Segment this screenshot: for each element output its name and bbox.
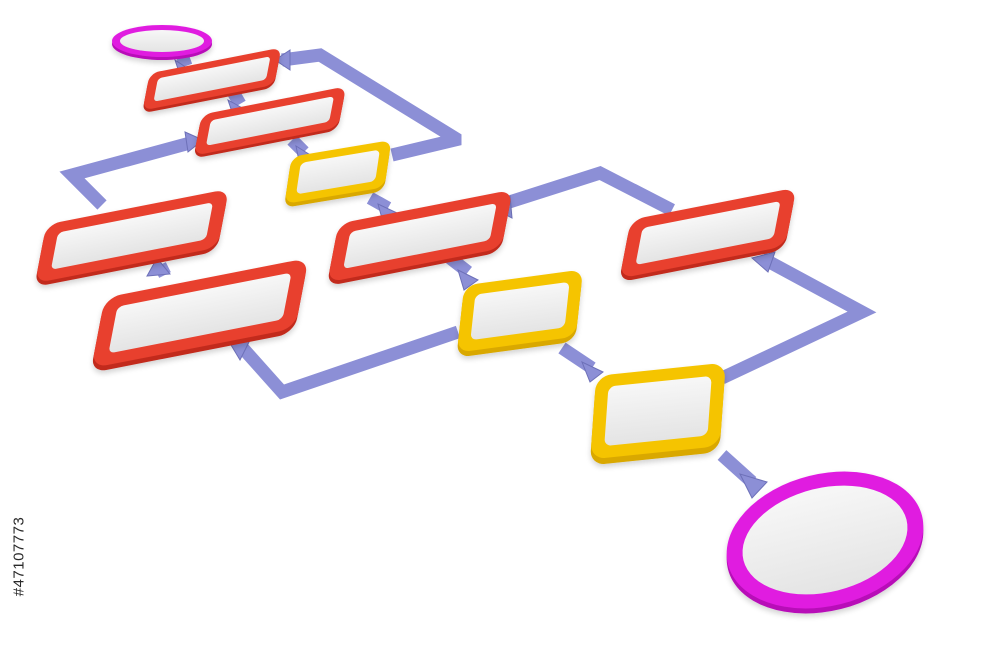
connector-loop-d3-to-p6: [719, 252, 877, 384]
process-box-6: [621, 189, 795, 281]
node-layer: [36, 25, 924, 614]
decision-box-2: [457, 270, 582, 357]
connector-layer: [59, 48, 877, 499]
connector-loop-p3-to-p2: [59, 136, 192, 210]
terminal-end: [726, 471, 924, 614]
decision-box-3: [590, 364, 725, 464]
connector-loop-d1-to-p1: [281, 48, 462, 162]
stock-id-label: #47107773: [8, 445, 30, 667]
arrow-into-d3: [581, 360, 604, 383]
process-box-1: [143, 49, 280, 112]
terminal-start: [112, 25, 212, 60]
arrow-into-p3: [146, 257, 171, 277]
arrow-into-p2: [184, 131, 204, 153]
process-box-2: [194, 88, 345, 157]
process-box-4: [92, 260, 307, 371]
connector-loop-d2-to-p4: [235, 325, 461, 400]
stock-id-text: #47107773: [10, 516, 28, 596]
process-box-5: [328, 192, 511, 284]
arrow-into-t2: [739, 473, 768, 499]
connector-d1-p5: [366, 192, 392, 214]
decision-box-1: [285, 141, 391, 207]
arrow-into-d2: [457, 269, 479, 291]
process-box-3: [36, 191, 227, 285]
connector-loop-d3-to-p5: [498, 165, 675, 216]
arrow-into-p6: [750, 251, 776, 273]
arrow-into-p1: [274, 49, 291, 71]
